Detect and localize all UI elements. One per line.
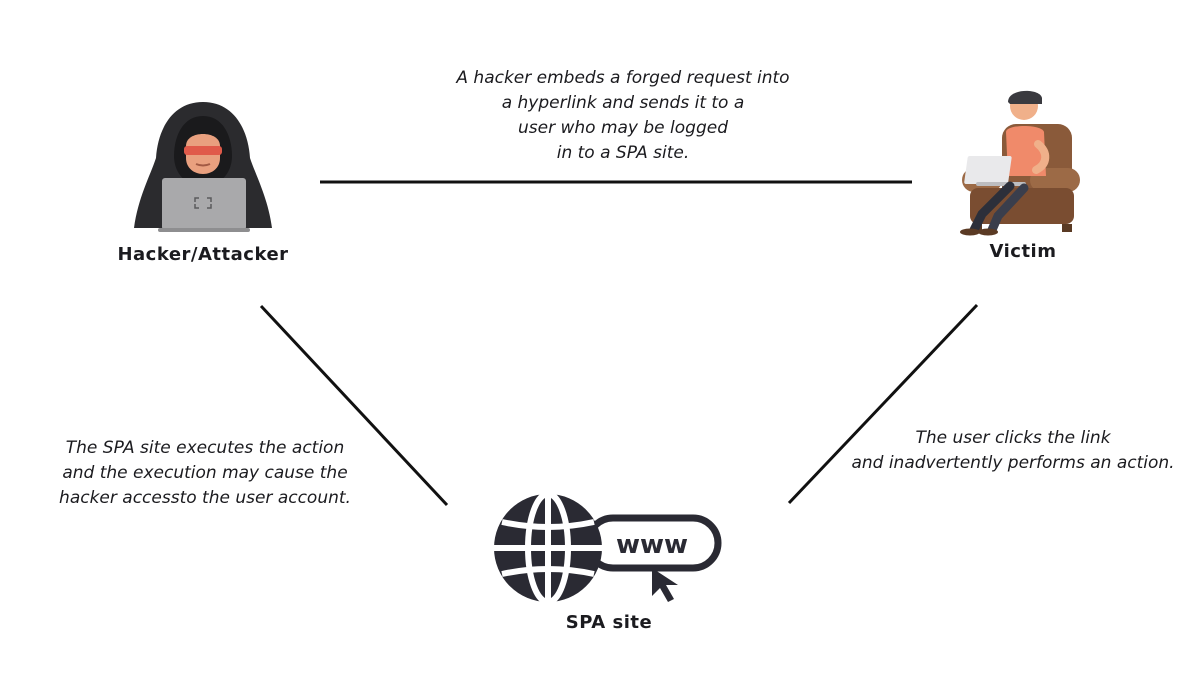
caption-spa-to-hacker: The SPA site executes the action and the… (59, 438, 351, 508)
hacker-label: Hacker/Attacker (117, 244, 289, 265)
spa-site-icon: www (494, 492, 722, 604)
cursor-icon (652, 568, 678, 602)
caption-hacker-to-victim: A hacker embeds a forged request into a … (456, 68, 790, 163)
victim-label: Victim (989, 241, 1057, 262)
edge-spa-hacker (259, 304, 449, 507)
hacker-icon (134, 102, 272, 232)
edge-victim-spa (787, 303, 979, 505)
spa-site-label: SPA site (565, 612, 653, 633)
url-badge-text: www (616, 530, 688, 560)
caption-victim-to-spa: The user clicks the link and inadvertent… (851, 428, 1175, 473)
victim-icon (960, 90, 1080, 236)
globe-icon (494, 492, 602, 604)
